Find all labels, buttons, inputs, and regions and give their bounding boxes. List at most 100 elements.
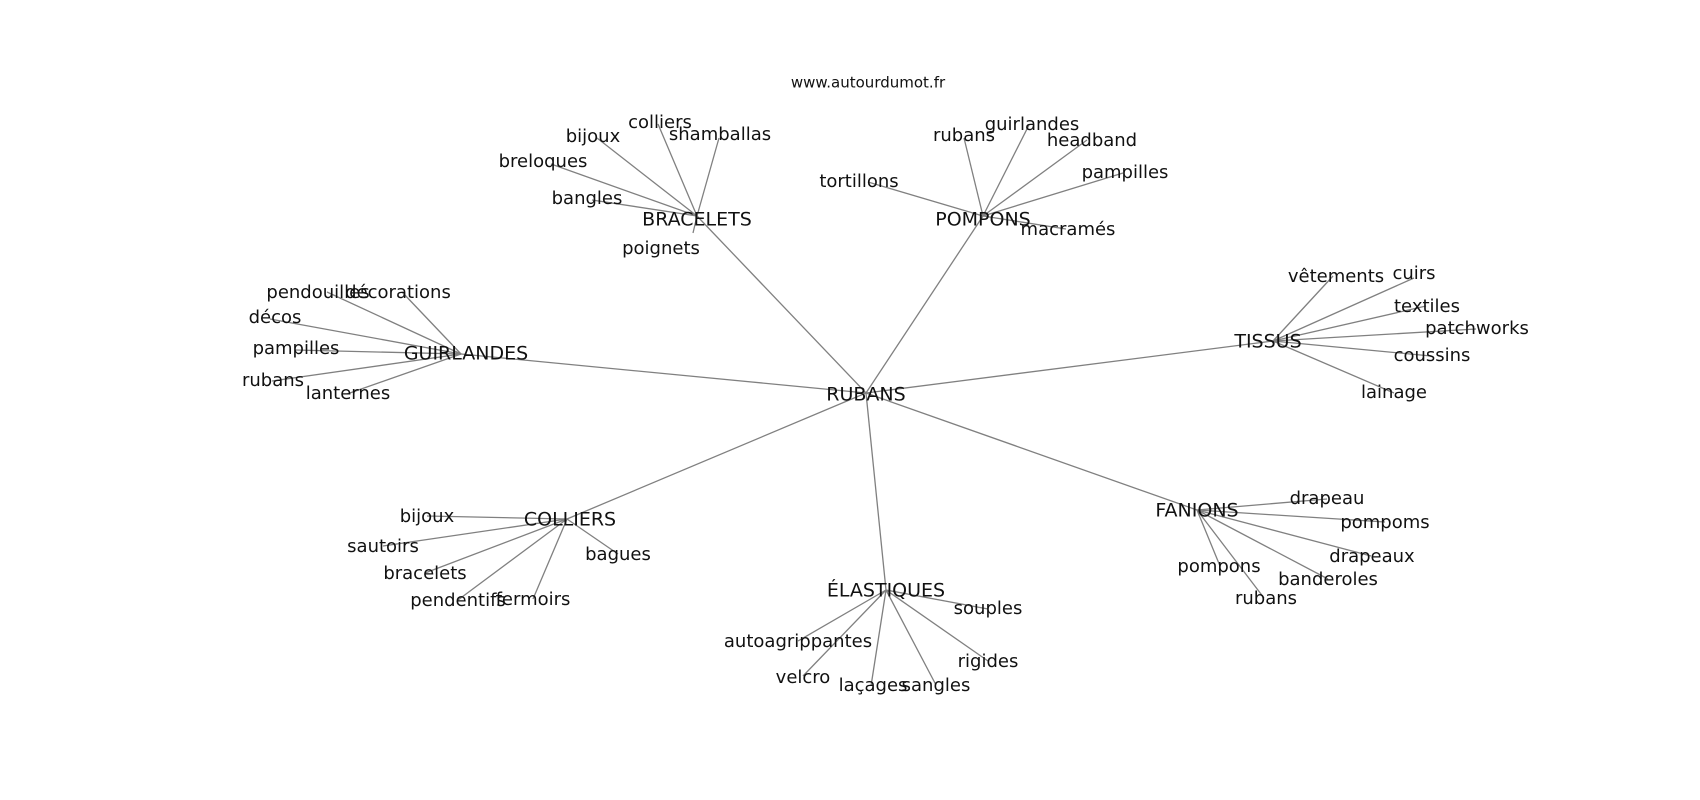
leaf-node-label: rigides: [958, 651, 1019, 672]
leaf-node-label: rubans: [933, 125, 995, 146]
edge-colliers-leaf: [566, 518, 619, 555]
leaf-node-label: pendentifs: [410, 590, 506, 611]
leaf-node-label: breloques: [499, 151, 588, 172]
edge-pompons-leaf: [963, 137, 984, 217]
hub-node-label: COLLIERS: [524, 509, 616, 531]
leaf-node-label: colliers: [628, 112, 692, 133]
labels: RUBANS BRACELETS colliers bijoux shamballas b…: [242, 112, 1529, 696]
edge-elastiques-leaf: [885, 589, 989, 662]
edge-bracelets-leaf: [596, 137, 698, 217]
leaf-node-label: velcro: [776, 667, 831, 688]
edges: [269, 123, 1477, 687]
leaf-node-label: shamballas: [669, 124, 771, 145]
edge-colliers-leaf: [424, 518, 568, 574]
edge-guirlandes-leaf: [326, 291, 462, 355]
hub-node-label: POMPONS: [935, 209, 1031, 231]
leaf-node-label: lainage: [1361, 382, 1427, 403]
edge-colliers-leaf: [382, 518, 568, 547]
leaf-node-label: banderoles: [1278, 569, 1378, 590]
edge-elastiques-leaf: [802, 589, 887, 677]
leaf-node-label: souples: [954, 598, 1023, 619]
edge-elastiques-leaf: [885, 589, 989, 610]
leaf-node-label: macramés: [1021, 219, 1116, 240]
leaf-node-label: laçages: [839, 675, 908, 696]
edge-center-fanions: [865, 392, 1198, 511]
leaf-node-label: pendouilles: [266, 282, 369, 303]
edge-pompons-leaf: [867, 181, 984, 217]
edge-tissus-leaf: [1272, 340, 1395, 394]
leaf-node-label: pompons: [1177, 556, 1260, 577]
edge-tissus-leaf: [1272, 305, 1427, 342]
hub-node-label: GUIRLANDES: [404, 343, 528, 365]
edge-guirlandes-leaf: [269, 318, 462, 355]
edge-bracelets-leaf: [591, 199, 698, 217]
leaf-node-label: bangles: [552, 188, 623, 209]
leaf-node-label: fermoirs: [496, 589, 571, 610]
leaf-node-label: décorations: [345, 282, 451, 303]
leaf-node-label: headband: [1047, 130, 1137, 151]
leaf-node-label: autoagrippantes: [724, 631, 872, 652]
edge-pompons-leaf: [982, 172, 1124, 217]
center-node-label: RUBANS: [826, 384, 905, 406]
leaf-node-label: bijoux: [400, 506, 455, 527]
leaf-node-label: textiles: [1394, 296, 1460, 317]
leaf-node-label: tortillons: [819, 171, 898, 192]
edge-pompons-leaf: [982, 139, 1088, 217]
leaf-node-label: pampilles: [253, 338, 340, 359]
edge-tissus-leaf: [1272, 328, 1477, 342]
leaf-node-label: bracelets: [383, 563, 466, 584]
edge-pompons-leaf: [982, 215, 1067, 230]
leaf-node-label: bagues: [585, 544, 651, 565]
leaf-node-label: sangles: [902, 675, 971, 696]
leaf-node-label: coussins: [1394, 345, 1471, 366]
edge-bracelets-leaf: [657, 123, 698, 217]
edge-center-elastiques: [865, 392, 887, 591]
leaf-node-label: bijoux: [566, 126, 621, 147]
edge-colliers-leaf: [426, 515, 568, 520]
edge-guirlandes-leaf: [271, 353, 462, 382]
source-url: www.autourdumot.fr: [791, 74, 946, 92]
leaf-node-label: lanternes: [306, 383, 391, 404]
edge-center-pompons: [865, 215, 984, 394]
edge-guirlandes-leaf: [346, 353, 462, 395]
leaf-node-label: guirlandes: [985, 114, 1080, 135]
leaf-node-label: pompoms: [1340, 512, 1429, 533]
hub-node-label: BRACELETS: [642, 209, 752, 231]
leaf-node-label: rubans: [242, 370, 304, 391]
edge-elastiques-leaf: [797, 589, 887, 642]
edge-center-colliers: [566, 392, 867, 520]
edge-fanions-leaf: [1196, 498, 1328, 511]
edge-bracelets-leaf: [692, 215, 698, 234]
leaf-node-label: drapeaux: [1329, 546, 1415, 567]
edge-bracelets-leaf: [550, 163, 698, 217]
edge-colliers-leaf: [457, 518, 568, 601]
hub-node-label: TISSUS: [1233, 331, 1301, 353]
leaf-node-label: rubans: [1235, 588, 1297, 609]
leaf-node-label: cuirs: [1392, 263, 1435, 284]
leaf-node-label: poignets: [622, 238, 700, 259]
edge-fanions-leaf: [1196, 509, 1221, 567]
edge-guirlandes-leaf: [401, 291, 462, 355]
leaf-node-label: décos: [249, 307, 302, 328]
edge-bracelets-leaf: [696, 137, 720, 217]
leaf-node-label: pampilles: [1082, 162, 1169, 183]
edge-tissus-leaf: [1272, 275, 1334, 342]
edge-tissus-leaf: [1272, 277, 1415, 342]
edge-colliers-leaf: [532, 518, 568, 600]
edge-fanions-leaf: [1196, 509, 1386, 523]
edge-center-tissus: [865, 340, 1274, 394]
edge-center-bracelets: [696, 215, 867, 394]
hub-node-label: FANIONS: [1155, 500, 1238, 522]
leaf-node-label: sautoirs: [347, 536, 419, 557]
leaf-node-label: drapeau: [1290, 488, 1365, 509]
edge-tissus-leaf: [1272, 340, 1432, 357]
leaf-node-label: patchworks: [1425, 318, 1529, 339]
edge-elastiques-leaf: [870, 589, 887, 687]
edge-fanions-leaf: [1196, 509, 1329, 580]
hub-node-label: ÉLASTIQUES: [827, 579, 945, 602]
edge-center-guirlandes: [460, 353, 867, 394]
leaf-node-label: vêtements: [1288, 266, 1384, 287]
edge-guirlandes-leaf: [294, 349, 462, 355]
edge-pompons-leaf: [982, 124, 1030, 217]
